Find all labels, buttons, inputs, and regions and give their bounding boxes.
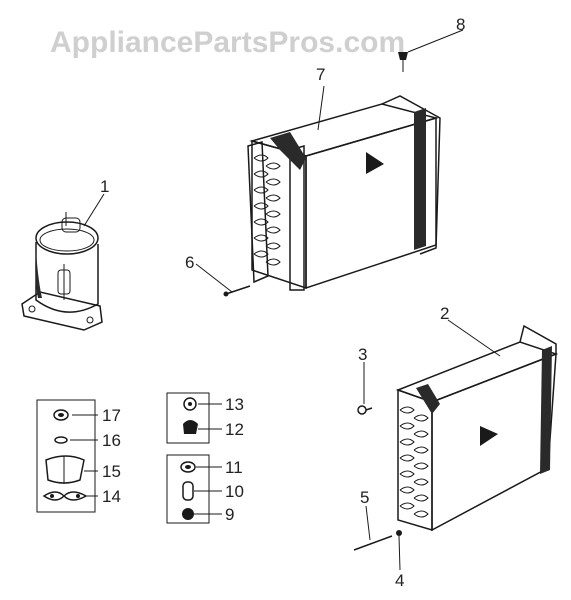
callout-12: 12 <box>225 420 244 439</box>
rod-part-5 <box>353 535 393 551</box>
watermark-text: AppliancePartsPros.com <box>50 26 405 59</box>
callout-9: 9 <box>225 505 234 524</box>
callout-16: 16 <box>102 431 121 450</box>
callout-5: 5 <box>360 488 369 507</box>
callout-15: 15 <box>102 462 121 481</box>
callout-14: 14 <box>102 487 121 506</box>
callout-1: 1 <box>100 177 109 196</box>
screw-part-3 <box>357 405 373 415</box>
screw-part-8 <box>398 52 408 72</box>
pin-part-6 <box>223 285 251 297</box>
leader-lines <box>70 29 501 571</box>
fittings-card-upper-right <box>166 392 210 444</box>
callout-17: 17 <box>102 406 121 425</box>
callout-10: 10 <box>225 482 244 501</box>
screw-part-4 <box>396 530 402 536</box>
callout-7: 7 <box>316 65 325 84</box>
callout-4: 4 <box>395 571 404 590</box>
callout-8: 8 <box>456 15 465 34</box>
compressor-part <box>21 212 103 331</box>
callout-13: 13 <box>225 395 244 414</box>
upper-coil-part <box>247 95 441 291</box>
callout-11: 11 <box>225 458 243 477</box>
callout-3: 3 <box>358 345 367 364</box>
callout-2: 2 <box>440 304 449 323</box>
fittings-card-lower-right <box>166 454 210 524</box>
lower-coil-part <box>395 324 559 532</box>
fittings-card-upper-left <box>36 399 96 513</box>
callout-6: 6 <box>185 253 194 272</box>
